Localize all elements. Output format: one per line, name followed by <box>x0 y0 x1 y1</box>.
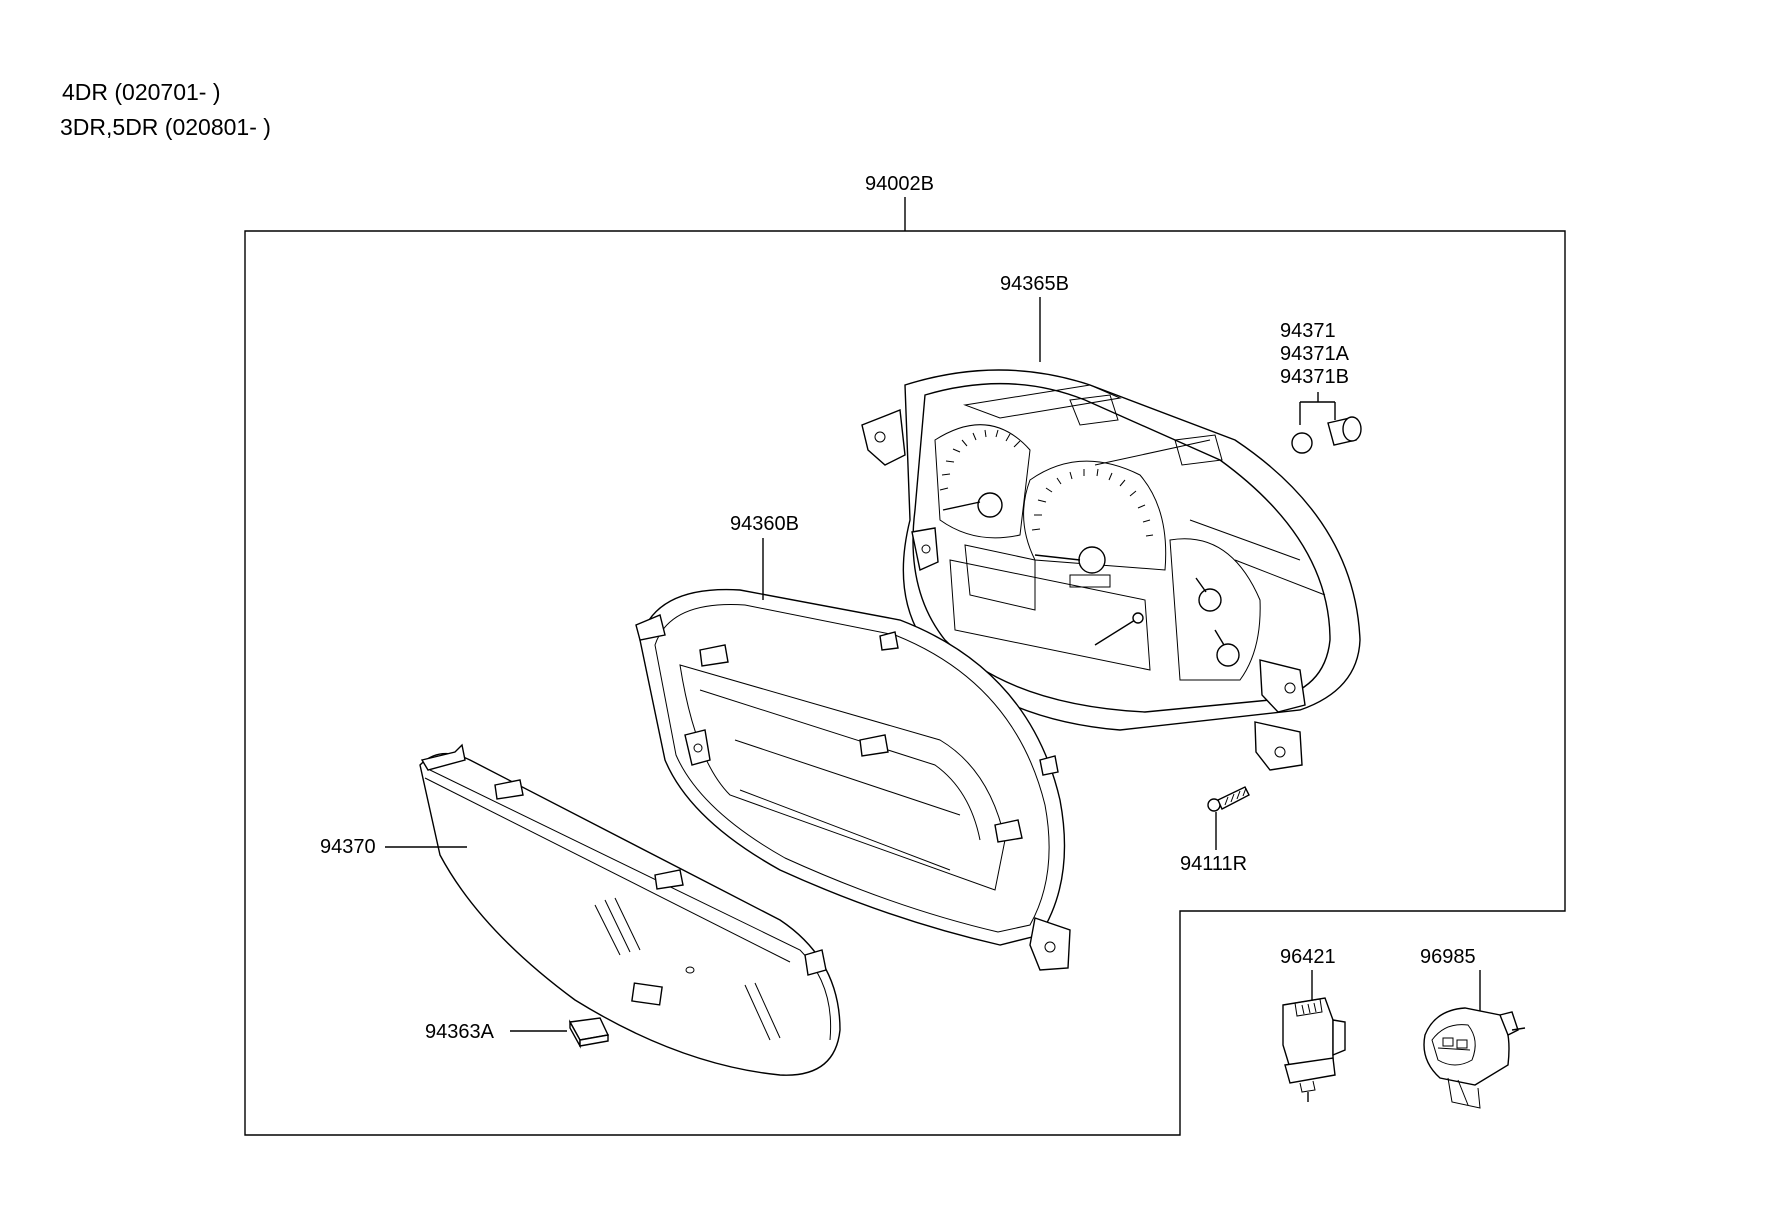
label-94365B: 94365B <box>1000 273 1069 295</box>
lens <box>419 743 841 1076</box>
header-line-1: 4DR (020701- ) <box>62 79 221 105</box>
label-94370: 94370 <box>320 836 376 858</box>
bezel <box>635 588 1071 971</box>
screw <box>1207 786 1250 812</box>
pad <box>568 1017 610 1049</box>
bulb-round <box>1291 432 1313 454</box>
leader-94371 <box>1299 392 1336 425</box>
sensor <box>1282 997 1346 1102</box>
header-line-2: 3DR,5DR (020801- ) <box>60 114 271 140</box>
label-94371: 94371 <box>1280 320 1336 342</box>
label-94363A: 94363A <box>425 1021 495 1043</box>
label-96985: 96985 <box>1420 946 1476 968</box>
bulb-wedge <box>1327 416 1362 446</box>
label-94111R: 94111R <box>1180 853 1247 875</box>
label-94002B: 94002B <box>865 173 934 195</box>
cluster-case <box>861 369 1361 771</box>
connector <box>1423 1007 1526 1109</box>
label-94360B: 94360B <box>730 513 799 535</box>
label-94371B: 94371B <box>1280 366 1349 388</box>
label-96421: 96421 <box>1280 946 1336 968</box>
assembly-boundary <box>244 230 1566 1136</box>
label-94371A: 94371A <box>1280 343 1350 365</box>
